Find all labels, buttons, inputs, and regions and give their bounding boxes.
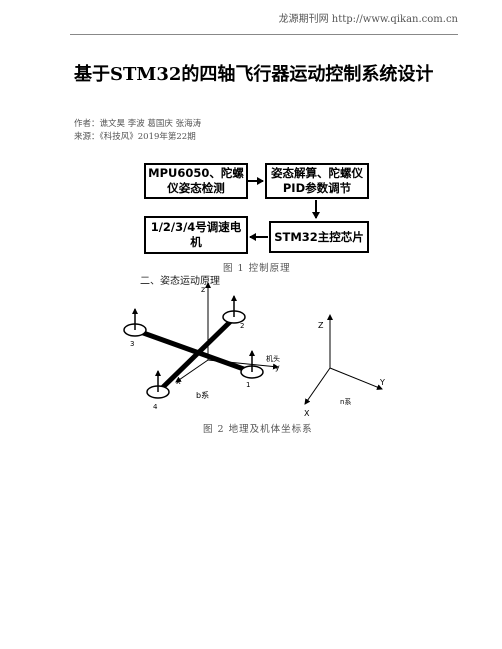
article-title: 基于STM32的四轴飞行器运动控制系统设计 <box>74 64 434 85</box>
box-sensor: MPU6050、陀螺仪姿态检测 <box>144 163 248 199</box>
label-b-x: x <box>176 377 181 386</box>
figure-2-caption: 图 2 地理及机体坐标系 <box>203 424 313 435</box>
label-n-frame: n系 <box>340 397 351 406</box>
label-rotor-3: 3 <box>130 340 134 348</box>
arm-3-1 <box>134 327 253 375</box>
label-b-y: y <box>275 363 280 372</box>
label-rotor-4: 4 <box>153 403 158 411</box>
rotor-3 <box>123 308 147 337</box>
n-axis-x <box>304 367 331 405</box>
rotor-1 <box>240 350 264 379</box>
label-b-frame: b系 <box>196 390 209 400</box>
box-pid: 姿态解算、陀螺仪PID参数调节 <box>265 163 369 199</box>
label-rotor-1: 1 <box>246 381 250 389</box>
section-heading: 二、姿态运动原理 <box>140 276 220 287</box>
label-head: 机头 <box>266 354 280 363</box>
site-header: 龙源期刊网 http://www.qikan.com.cn <box>278 14 458 25</box>
rotor-2 <box>222 295 246 324</box>
rotor-4 <box>146 370 170 399</box>
label-b-z: z <box>201 285 205 294</box>
label-n-z: Z <box>318 321 324 330</box>
label-rotor-2: 2 <box>240 322 244 330</box>
box-mcu: STM32主控芯片 <box>269 221 369 253</box>
source-line: 来源：《科技风》2019年第22期 <box>74 130 196 142</box>
label-n-x: X <box>304 409 310 418</box>
authors-label: 作者： <box>74 119 100 129</box>
n-axis-y <box>329 367 383 390</box>
b-axis-y <box>207 359 279 370</box>
arm-2-4 <box>156 316 236 394</box>
header-divider <box>70 34 458 35</box>
label-n-y: Y <box>379 378 385 387</box>
authors: 谯文昊 李波 葛国庆 张海涛 <box>99 119 202 129</box>
authors-line: 作者：谯文昊 李波 葛国庆 张海涛 <box>74 117 201 129</box>
figure-1-caption: 图 1 控制原理 <box>223 263 291 274</box>
source: 《科技风》2019年第22期 <box>99 132 196 142</box>
source-label: 来源： <box>74 132 100 142</box>
b-axis-x <box>175 359 209 383</box>
box-motor: 1/2/3/4号调速电机 <box>144 216 248 254</box>
